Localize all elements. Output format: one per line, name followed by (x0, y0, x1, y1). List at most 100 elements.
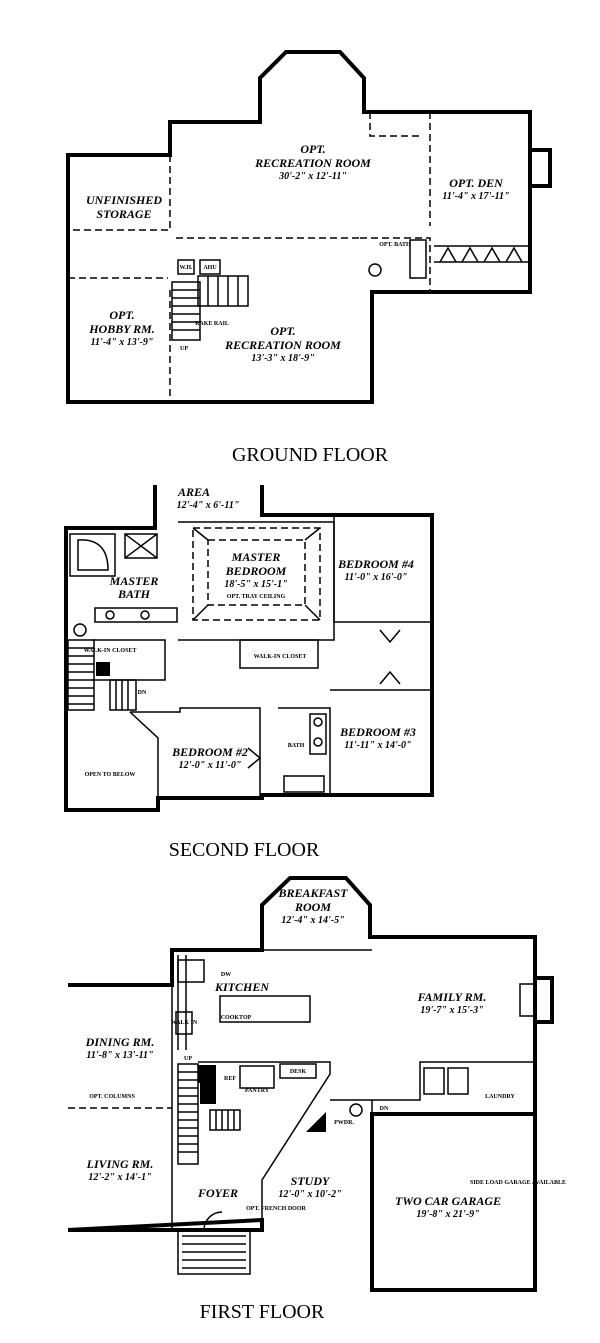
ground-toilet (368, 263, 382, 277)
wh-label: W.H. (179, 265, 193, 271)
master-bedroom-line1: MASTER (231, 550, 281, 564)
open-below-label: OPEN TO BELOW (85, 772, 136, 778)
pantry (239, 1065, 275, 1089)
rec-room-2-dims: 13'-3" x 18'-9" (251, 353, 314, 364)
breakfast-line1: BREAKFAST (278, 886, 349, 900)
pantry-label: PANTRY (245, 1088, 270, 1094)
second-floor-title: SECOND FLOOR (169, 839, 320, 861)
breakfast-line2: ROOM (294, 900, 331, 914)
fireplace (535, 976, 554, 1024)
ground-chimney (530, 148, 552, 188)
bedroom4-walls (333, 515, 432, 623)
open-below-rail (129, 711, 159, 798)
bedroom4-label: BEDROOM #4 (337, 557, 414, 571)
ground-bathtub (409, 239, 427, 279)
first-floor-plan: BREAKFAST ROOM 12'-4" x 14'-5" KITCHEN F… (67, 876, 566, 1292)
dw-label: DW (221, 972, 231, 978)
first-dn-label: DN (380, 1106, 389, 1112)
ground-floor-plan: OPT. RECREATION ROOM 30'-2" x 12'-11" OP… (66, 50, 552, 404)
bedroom2-dims: 12'-0" x 11'-0" (179, 760, 242, 771)
dryer (447, 1067, 469, 1095)
second-dn-label: DN (138, 690, 147, 696)
bedroom2-walls (130, 707, 261, 798)
rake-rail-label: RAKE RAIL (195, 321, 229, 327)
rec-room-1-line2: RECREATION ROOM (254, 156, 371, 170)
bedroom4-dims: 11'-0" x 16'-0" (345, 572, 408, 583)
garage-label: TWO CAR GARAGE (395, 1194, 501, 1208)
kitchen-sink (177, 959, 205, 983)
bedroom3-label: BEDROOM #3 (339, 725, 416, 739)
study-label: STUDY (291, 1174, 331, 1188)
hobby-line1: OPT. (109, 308, 134, 322)
vanity (94, 607, 178, 623)
walk-in-pantry (175, 1011, 193, 1035)
ground-stairs (171, 275, 249, 341)
powder-toilet (349, 1103, 363, 1117)
pwdr-label: PWDR. (334, 1120, 354, 1126)
rec-room-1-dims: 30'-2" x 12'-11" (278, 171, 347, 182)
dining-label: DINING RM. (85, 1035, 155, 1049)
front-door (203, 1211, 223, 1231)
kitchen-island (219, 995, 311, 1023)
walkin-closet-2 (239, 639, 319, 669)
front-porch (177, 1230, 251, 1275)
rec-room-1-line1: OPT. (300, 142, 325, 156)
bedroom-closet-doors (379, 629, 401, 685)
ground-floor-title: GROUND FLOOR (232, 444, 389, 466)
tray-ceiling-note: OPT. TRAY CEILING (227, 594, 286, 600)
laundry-label: LAUNDRY (485, 1094, 515, 1100)
den-closet (369, 112, 422, 137)
bedroom2-closet-door (247, 747, 262, 769)
opt-columns-label: OPT. COLUMNS (89, 1094, 135, 1100)
hall-bath-walls (278, 707, 331, 795)
master-bath-line2: BATH (117, 587, 151, 601)
hobby-line2: HOBBY RM. (88, 322, 155, 336)
study-dims: 12'-0" x 10'-2" (278, 1189, 341, 1200)
hall-tub (283, 775, 325, 793)
master-toilet (73, 623, 87, 637)
breakfast-dims: 12'-4" x 14'-5" (281, 915, 344, 926)
second-floor-outer-wall (64, 485, 434, 812)
ref-label: REF (224, 1076, 236, 1082)
refrigerator (198, 1065, 216, 1083)
bath-partition (360, 237, 431, 292)
hall-vanity (309, 713, 327, 755)
tray-ceiling-outer (192, 527, 321, 621)
walkin-closet-2-label: WALK-IN CLOSET (254, 654, 307, 660)
dining-dims: 11'-8" x 13'-11" (86, 1050, 153, 1061)
first-stairs (177, 1063, 241, 1165)
area-dims: 12'-4" x 6'-11" (177, 500, 240, 511)
den-label: OPT. DEN (449, 176, 504, 190)
water-heater (177, 259, 195, 275)
kitchen-label: KITCHEN (214, 980, 270, 994)
master-bedroom-dims: 18'-5" x 15'-1" (224, 579, 287, 590)
den-closets (434, 245, 530, 263)
area-label: AREA (177, 485, 210, 499)
opt-bath-label: OPT. BATH (379, 242, 411, 248)
washer (423, 1067, 445, 1095)
desk-label: DESK (290, 1069, 307, 1075)
family-label: FAMILY RM. (417, 990, 487, 1004)
rec-room-2-line2: RECREATION ROOM (224, 338, 341, 352)
corner-tub (69, 533, 116, 577)
storage-line2: STORAGE (96, 207, 151, 221)
storage-partition (68, 155, 171, 231)
storage-line1: UNFINISHED (86, 193, 162, 207)
bedroom2-label: BEDROOM #2 (171, 745, 248, 759)
study-wall (198, 1061, 331, 1220)
cooktop-label: COOKTOP (221, 1015, 252, 1021)
family-dims: 19'-7" x 15'-3" (420, 1005, 483, 1016)
rec-room-2-line1: OPT. (270, 324, 295, 338)
walk-in-label: WALK IN (171, 1020, 198, 1026)
first-up-label: UP (184, 1056, 192, 1062)
first-floor-title: FIRST FLOOR (200, 1301, 325, 1323)
ahu-unit (199, 259, 221, 275)
master-bedroom-line2: BEDROOM (225, 564, 287, 578)
garage-dims: 19'-8" x 21'-9" (416, 1209, 479, 1220)
walkin-closet-1-label: WALK-IN CLOSET (84, 648, 137, 654)
living-dims: 12'-2" x 14'-1" (88, 1172, 151, 1183)
laundry-wall (371, 1061, 535, 1114)
opt-french-door-label: OPT. FRENCH DOOR (246, 1206, 306, 1212)
up-label: UP (180, 346, 188, 352)
